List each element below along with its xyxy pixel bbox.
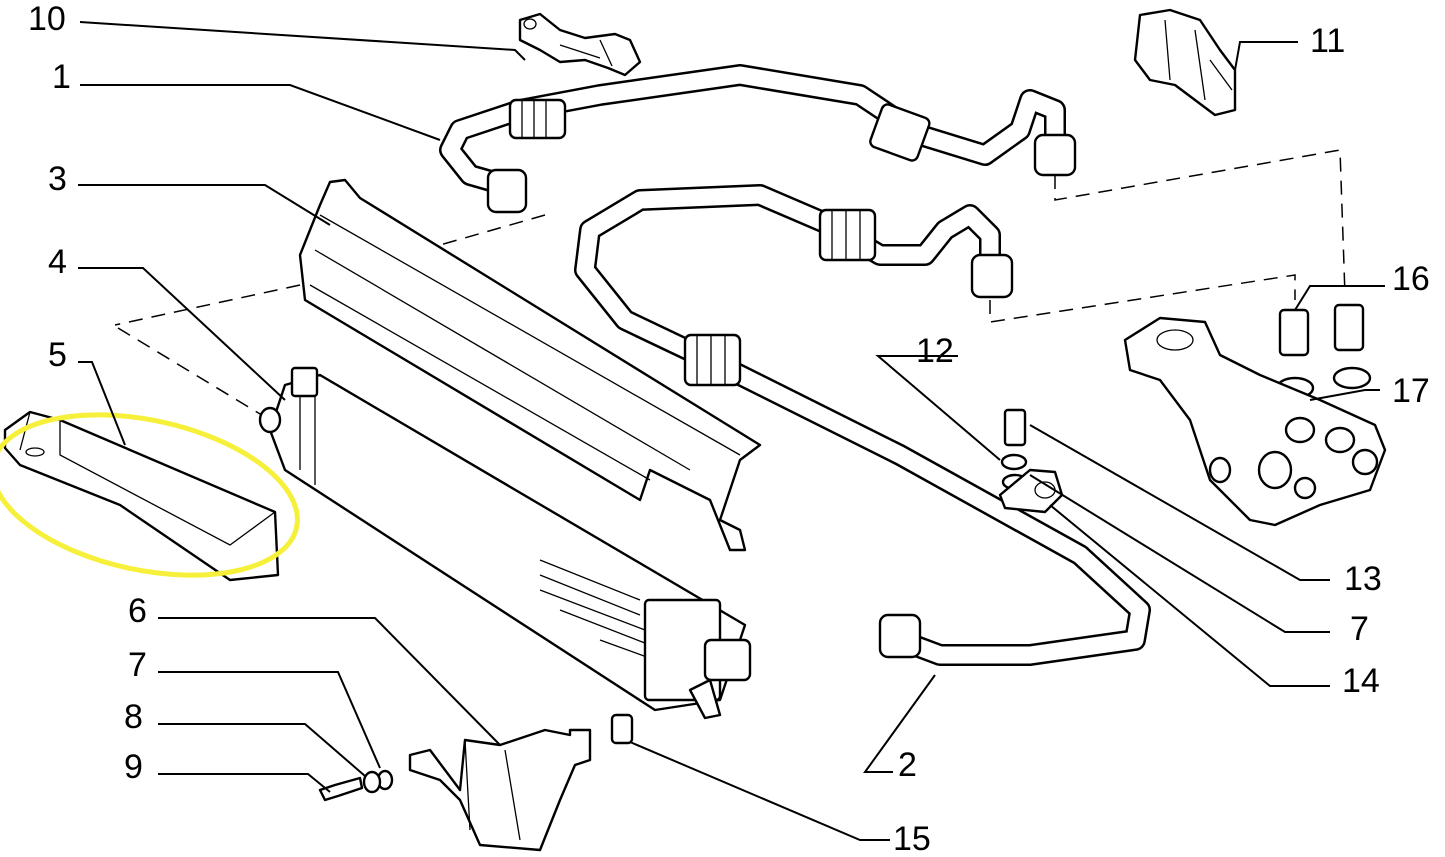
label-8: 8 bbox=[124, 698, 143, 736]
label-14: 14 bbox=[1342, 662, 1380, 700]
part-4-cooler bbox=[258, 366, 752, 720]
part-11-clip bbox=[1133, 8, 1237, 117]
label-11: 11 bbox=[1310, 22, 1345, 60]
hose-2-lower bbox=[574, 184, 1151, 666]
part-15-clip bbox=[610, 713, 634, 745]
hose-1-upper bbox=[439, 64, 1066, 196]
label-3: 3 bbox=[48, 160, 67, 198]
label-16: 16 bbox=[1392, 260, 1430, 298]
highlight-ellipse bbox=[0, 412, 300, 578]
part-3-shroud bbox=[298, 178, 762, 552]
label-9: 9 bbox=[124, 748, 143, 786]
label-10: 10 bbox=[28, 0, 66, 38]
part-7-8-9-fasteners-left bbox=[318, 769, 394, 802]
label-17: 17 bbox=[1392, 372, 1430, 410]
dashed-guide-lines bbox=[114, 149, 1346, 421]
label-5: 5 bbox=[48, 336, 67, 374]
part-16-17-adapters bbox=[1275, 303, 1372, 400]
part-10-clip bbox=[518, 12, 642, 77]
leader-lines bbox=[78, 21, 1385, 841]
label-4: 4 bbox=[48, 243, 67, 281]
part-5-bracket bbox=[0, 410, 300, 582]
label-7a: 7 bbox=[128, 646, 147, 684]
label-1: 1 bbox=[52, 58, 71, 96]
hose-fittings bbox=[486, 98, 1077, 659]
label-6: 6 bbox=[128, 592, 147, 630]
callout-labels: 10 1 3 4 5 6 7 8 9 11 16 12 17 13 7 14 2… bbox=[28, 0, 1430, 857]
label-15: 15 bbox=[893, 820, 931, 857]
label-12: 12 bbox=[916, 332, 954, 370]
part-12-13-14-fasteners-right bbox=[998, 408, 1064, 514]
label-13: 13 bbox=[1344, 560, 1382, 598]
part-6-bracket bbox=[408, 728, 592, 852]
label-2: 2 bbox=[898, 746, 917, 784]
pump-housing bbox=[1123, 316, 1387, 527]
label-7b: 7 bbox=[1350, 610, 1369, 648]
